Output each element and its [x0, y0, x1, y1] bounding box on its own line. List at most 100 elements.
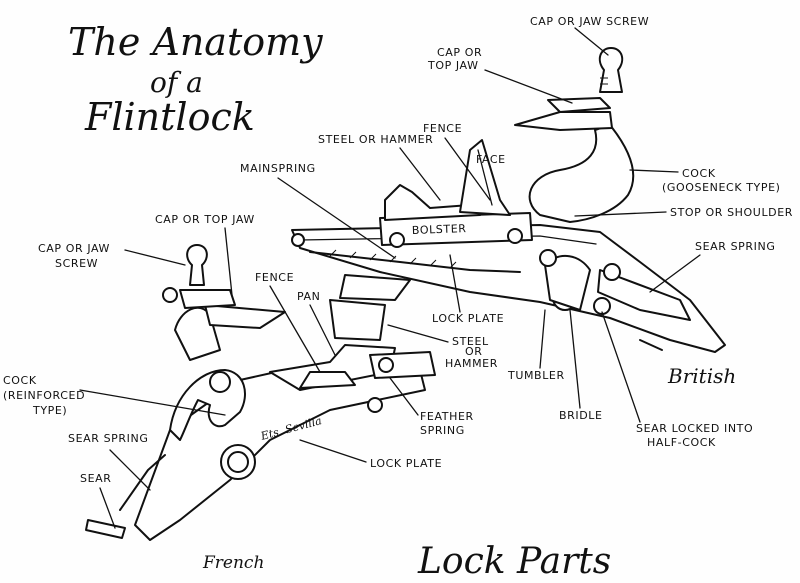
- french-cap: [179, 289, 236, 309]
- british-plate-edge: [299, 235, 597, 245]
- label-british-tumbler: TUMBLER: [507, 369, 565, 382]
- leader-british-cap-or-top-jaw: [484, 69, 573, 104]
- british-sear-screw: [603, 263, 621, 281]
- british-sear-arm: [639, 339, 663, 351]
- leader-british-sear-spring: [649, 254, 701, 293]
- french-steel-top: [339, 274, 411, 301]
- leader-french-lock-plate: [299, 439, 367, 463]
- label-british-bridle: BRIDLE: [559, 409, 603, 422]
- label-british-sear-spring: SEAR SPRING: [695, 240, 775, 253]
- label-french-steel-2: OR: [465, 345, 483, 358]
- label-british-steel-or-hammer: STEEL OR HAMMER: [318, 133, 433, 146]
- label-french-sear: SEAR: [80, 472, 112, 485]
- british-jaw-screw: [598, 47, 624, 93]
- title-line-3: Flintlock: [84, 95, 255, 139]
- label-french-sear-spring: SEAR SPRING: [68, 432, 148, 445]
- french-jaw-screw: [186, 244, 208, 286]
- leader-british-cock: [629, 169, 679, 173]
- label-french-lock-plate: LOCK PLATE: [370, 457, 442, 470]
- british-labels: CAP OR JAW SCREW CAP OR TOP JAW FENCE ST…: [240, 15, 793, 449]
- british-sear-spring: [597, 269, 691, 321]
- label-british-face: FACE: [476, 153, 506, 166]
- label-french-cap-or-top-jaw: CAP OR TOP JAW: [155, 213, 255, 226]
- label-french-pan: PAN: [297, 290, 320, 303]
- french-jaw-screw-head: [162, 287, 178, 303]
- british-pan: [384, 184, 481, 221]
- leader-french-cap-or-jaw-screw: [124, 249, 186, 266]
- leader-british-steel-or-hammer: [399, 147, 441, 201]
- french-plate-screw-2: [367, 397, 383, 413]
- french-top-jaw: [204, 304, 286, 329]
- british-plate-text: BOLSTER: [412, 222, 467, 237]
- british-plate-screw-2: [507, 228, 523, 244]
- french-steel: [329, 299, 386, 341]
- french-feather-screw: [378, 357, 394, 373]
- british-top-jaw: [514, 111, 613, 131]
- british-face-line: [477, 149, 493, 206]
- french-sear-spring: [119, 454, 166, 511]
- footer-caption: Lock Parts: [417, 541, 611, 582]
- leader-french-fence: [269, 285, 321, 373]
- label-british-cap-or-jaw-screw: CAP OR JAW SCREW: [530, 15, 649, 28]
- leader-british-tumbler: [539, 309, 546, 369]
- leader-french-cock: [79, 389, 226, 416]
- leader-british-mainspring: [277, 177, 396, 259]
- british-lock-drawing: BOLSTER: [291, 47, 726, 353]
- label-british-cock-2: (GOOSENECK TYPE): [662, 181, 781, 194]
- leader-british-stop-or-shoulder: [574, 211, 667, 217]
- label-french-cap-or-jaw-screw-2: SCREW: [55, 257, 98, 270]
- label-french-feather-spring-2: SPRING: [420, 424, 465, 437]
- label-british-stop-or-shoulder: STOP OR SHOULDER: [670, 206, 793, 219]
- british-plate-screw-3: [291, 233, 305, 247]
- label-british-cock-1: COCK: [682, 167, 716, 180]
- caption-british: British: [667, 364, 736, 388]
- french-fence: [299, 371, 356, 389]
- french-sear: [85, 519, 126, 539]
- title-line-1: The Anatomy: [68, 20, 323, 64]
- leader-french-steel: [387, 324, 449, 343]
- british-cap: [547, 97, 611, 113]
- leader-british-fence: [444, 137, 491, 201]
- leader-british-cap-or-jaw-screw: [574, 27, 609, 56]
- caption-french: French: [202, 553, 264, 573]
- british-lock-plate: [291, 224, 726, 353]
- french-lock-drawing: Ets. Sevilla: [85, 244, 436, 541]
- british-screw-thread: [600, 77, 608, 85]
- label-french-cap-or-jaw-screw-1: CAP OR JAW: [38, 242, 110, 255]
- title-line-2: of a: [150, 66, 203, 99]
- leader-british-lock-plate: [449, 254, 461, 313]
- label-british-cap-or-top-jaw-1: CAP OR: [437, 46, 482, 59]
- label-french-cock-1: COCK: [3, 374, 37, 387]
- leader-french-feather-spring: [389, 377, 419, 416]
- label-french-fence: FENCE: [255, 271, 294, 284]
- label-british-lock-plate: LOCK PLATE: [432, 312, 504, 325]
- french-cock-ring: [209, 371, 231, 393]
- british-sear-pivot: [593, 297, 611, 315]
- label-british-sear-locked-1: SEAR LOCKED INTO: [636, 422, 753, 435]
- french-labels: CAP OR JAW SCREW CAP OR TOP JAW FENCE PA…: [3, 213, 498, 573]
- french-plate-screw-inner: [227, 451, 249, 473]
- label-british-mainspring: MAINSPRING: [240, 162, 316, 175]
- label-british-fence: FENCE: [423, 122, 462, 135]
- french-lock-plate: [134, 359, 426, 541]
- leader-french-sear: [99, 487, 116, 529]
- label-british-sear-locked-2: HALF-COCK: [647, 436, 716, 449]
- leader-british-bridle: [569, 309, 581, 409]
- british-plate-screw-1: [389, 232, 405, 248]
- leader-british-sear-locked: [601, 311, 641, 423]
- label-french-cock-3: TYPE): [32, 404, 67, 417]
- label-french-cock-2: (REINFORCED: [3, 389, 85, 402]
- french-pan: [269, 344, 396, 391]
- british-mainspring: [309, 251, 521, 273]
- leader-french-sear-spring: [109, 449, 151, 491]
- label-french-steel-3: HAMMER: [445, 357, 498, 370]
- leader-french-cap-or-top-jaw: [224, 227, 233, 296]
- label-british-cap-or-top-jaw-2: TOP JAW: [427, 59, 479, 72]
- label-french-steel-1: STEEL: [452, 335, 489, 348]
- leader-french-pan: [309, 304, 336, 356]
- british-bridle-screw: [539, 249, 557, 267]
- label-french-feather-spring-1: FEATHER: [420, 410, 474, 423]
- british-hatching: [329, 249, 457, 269]
